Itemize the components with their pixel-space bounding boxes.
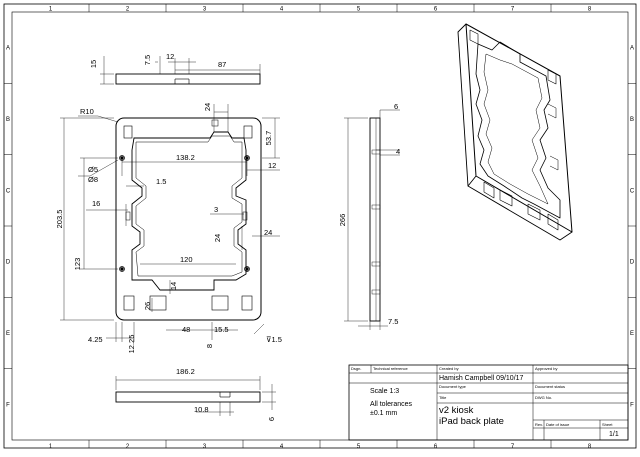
sheet-frame: [3, 3, 637, 449]
zone-column-label: 4: [280, 444, 284, 450]
dim-6-side: 6: [394, 102, 398, 111]
tb-created-by: Hamish Campbell 09/10/17: [439, 375, 524, 382]
zone-row-label: F: [630, 402, 634, 408]
tb-date-label: Date of issue: [546, 422, 570, 427]
zone-column-label: 1: [49, 444, 53, 450]
dim-r10: R10: [80, 107, 94, 116]
front-view: [60, 104, 280, 342]
dim-24-mid: 24: [213, 234, 222, 242]
zone-column-label: 8: [588, 444, 592, 450]
zone-column-label: 2: [126, 444, 130, 450]
top-view: [100, 56, 261, 85]
dim-24-top: 24: [203, 103, 212, 111]
dim-3: 3: [214, 205, 218, 214]
title-block: [348, 364, 629, 441]
tb-dsgn-label: Dsgn.: [351, 366, 361, 371]
tb-title-line1: v2 kiosk: [439, 405, 474, 416]
zone-row-label: A: [6, 46, 10, 52]
tb-dwg-no-label: DWG No.: [535, 395, 552, 400]
zone-row-label: E: [630, 331, 634, 337]
zone-column-label: 7: [511, 444, 515, 450]
dim-6-bottom: 6: [267, 417, 276, 421]
dim-186-2: 186.2: [176, 367, 195, 376]
isometric-view: [457, 23, 573, 241]
zone-column-label: 7: [511, 7, 515, 13]
tb-sheet: 1/1: [609, 431, 619, 438]
dim-4-25: 4.25: [88, 335, 103, 344]
dim-53-7: 53.7: [264, 131, 273, 146]
tb-sheet-label: Sheet: [602, 422, 613, 427]
zone-column-label: 3: [203, 7, 207, 13]
tb-scale: Scale 1:3: [370, 388, 399, 395]
zone-column-label: 6: [434, 7, 438, 13]
dim-1-5: 1.5: [156, 177, 166, 186]
zone-row-label: D: [630, 260, 635, 266]
tb-created-by-label: Created by: [439, 366, 459, 371]
dim-138-2: 138.2: [176, 153, 195, 162]
dim-dia-8: Ø8: [88, 175, 98, 184]
zone-row-label: C: [6, 188, 11, 194]
flatness-1-5: ⊽1.5: [266, 335, 282, 344]
dim-4-side: 4: [396, 147, 400, 156]
dim-8-bottom: 8: [205, 344, 214, 348]
zone-row-label: B: [630, 117, 634, 123]
dim-87: 87: [218, 60, 226, 69]
dim-123: 123: [73, 258, 82, 271]
bottom-view: [115, 376, 276, 416]
zone-column-label: 1: [49, 7, 53, 13]
zone-row-label: E: [6, 331, 10, 337]
dim-7-5: 7.5: [143, 55, 152, 65]
zone-column-label: 5: [357, 444, 361, 450]
dim-dia-5: Ø5: [88, 165, 98, 174]
zone-column-label: 5: [357, 7, 361, 13]
dim-14: 14: [169, 282, 178, 290]
zone-column-label: 3: [203, 444, 207, 450]
dim-15-5: 15.5: [214, 325, 229, 334]
dim-10-8: 10.8: [194, 405, 209, 414]
tb-title-label: Title: [439, 395, 447, 400]
zone-row-label: D: [6, 260, 11, 266]
tb-title-line2: iPad back plate: [439, 416, 504, 427]
zone-row-label: A: [630, 46, 634, 52]
dim-12-25: 12.25: [127, 335, 136, 354]
dim-15: 15: [89, 60, 98, 68]
zone-row-label: B: [6, 117, 10, 123]
zone-column-label: 4: [280, 7, 284, 13]
zone-column-label: 6: [434, 444, 438, 450]
dim-120: 120: [180, 255, 193, 264]
dim-26: 26: [143, 302, 152, 310]
dimension-labels: 15 7.5 12 87 R10 24 53.7 138.2 12 Ø5 Ø8 …: [55, 52, 400, 421]
dim-7-5-side: 7.5: [388, 317, 398, 326]
dim-24-right: 24: [264, 228, 272, 237]
tb-approved-by-label: Approved by: [535, 366, 557, 371]
dim-12-right: 12: [268, 161, 276, 170]
tb-rev-label: Rev.: [535, 422, 543, 427]
tb-doc-status-label: Document status: [535, 384, 565, 389]
dim-48: 48: [182, 325, 190, 334]
zone-row-label: C: [630, 188, 635, 194]
zone-row-label: F: [6, 402, 10, 408]
dim-16: 16: [92, 199, 100, 208]
tb-tech-ref-label: Technical reference: [373, 366, 408, 371]
zone-column-label: 8: [588, 7, 592, 13]
zone-column-label: 2: [126, 7, 130, 13]
dim-266: 266: [338, 214, 347, 227]
tb-tolerance-line1: All tolerances: [370, 401, 413, 408]
side-view: [344, 109, 400, 330]
title-block-text: Dsgn. Technical reference Created by App…: [351, 366, 619, 438]
dim-203-5: 203.5: [55, 210, 64, 229]
tb-doc-type-label: Document type: [439, 384, 467, 389]
tb-tolerance-line2: ±0.1 mm: [370, 410, 397, 417]
dim-12: 12: [166, 52, 174, 61]
